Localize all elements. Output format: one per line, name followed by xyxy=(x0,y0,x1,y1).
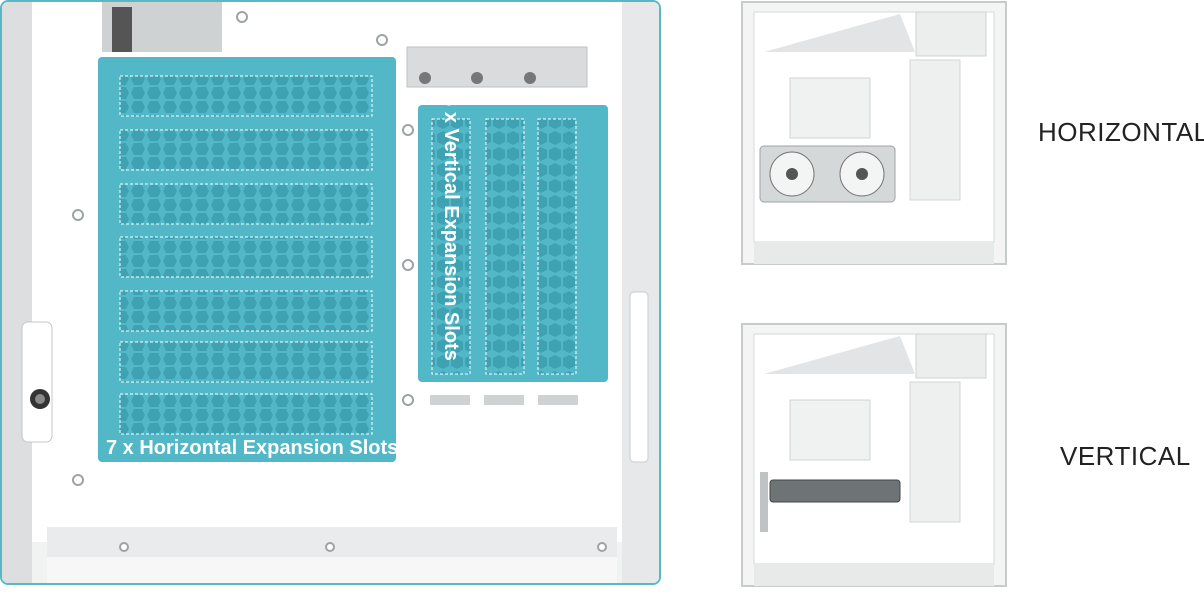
horizontal-mode-label: HORIZONTAL xyxy=(1038,117,1204,147)
expansion-slots-detail: 7 x Horizontal Expansion Slots 3 x Verti… xyxy=(0,0,661,585)
case-rear-panel-illustration xyxy=(2,2,659,583)
case-vertical-gpu-image xyxy=(740,322,1008,594)
case-horizontal-gpu-image xyxy=(740,0,1008,272)
horizontal-slots-label: 7 x Horizontal Expansion Slots xyxy=(106,437,399,459)
vertical-slots-label: 3 x Vertical Expansion Slots xyxy=(440,95,462,361)
vertical-mode-label: VERTICAL xyxy=(1060,441,1191,471)
